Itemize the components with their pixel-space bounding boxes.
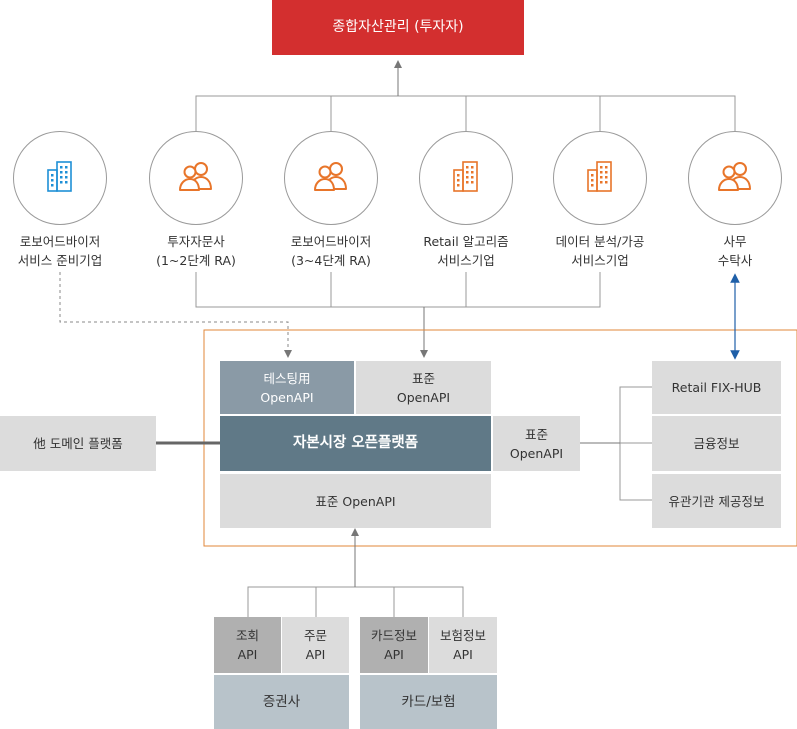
testing-api-label: 테스팅用 OpenAPI (260, 370, 314, 405)
users-icon (313, 160, 349, 196)
participant-circle (688, 131, 782, 225)
source-related-agencies: 유관기관 제공정보 (652, 474, 781, 528)
other-domain-platform-box: 他 도메인 플랫폼 (0, 416, 156, 471)
standard-api-bottom-box: 표준 OpenAPI (220, 474, 491, 528)
participant-circle (419, 131, 513, 225)
users-icon (178, 160, 214, 196)
order-api-box: 주문 API (282, 617, 349, 673)
standard-api-right-box: 표준 OpenAPI (493, 416, 580, 471)
dashed-testing-line (59, 272, 292, 358)
building-icon (47, 160, 73, 196)
inquiry-api-box: 조회 API (214, 617, 281, 673)
participant-circle (13, 131, 107, 225)
source-label: Retail FIX-HUB (671, 380, 762, 395)
api-label: 보험정보 API (439, 628, 486, 662)
participant-circle (553, 131, 647, 225)
source-retail-fix-hub: Retail FIX-HUB (652, 361, 781, 414)
participant-circle (284, 131, 378, 225)
standard-api-top-label: 표준 OpenAPI (396, 370, 451, 405)
building-icon (587, 160, 613, 196)
source-label: 금융정보 (693, 436, 740, 451)
participant-label: 데이터 분석/가공 서비스기업 (555, 234, 645, 268)
participant-circle (149, 131, 243, 225)
securities-label: 증권사 (262, 693, 301, 710)
testing-api-box: 테스팅用 OpenAPI (220, 361, 354, 414)
securities-company-box: 증권사 (214, 675, 349, 729)
participant-label: Retail 알고리즘 서비스기업 (423, 234, 509, 268)
investor-title-box: 종합자산관리 (투자자) (272, 0, 524, 55)
standard-api-bottom-label: 표준 OpenAPI (315, 493, 396, 509)
source-financial-info: 금융정보 (652, 416, 781, 471)
card-insurance-label: 카드/보험 (401, 693, 456, 710)
bottom-bracket (247, 586, 464, 617)
insurance-info-api-box: 보험정보 API (429, 617, 497, 673)
lower-bracket-line (195, 272, 601, 308)
card-insurance-box: 카드/보험 (360, 675, 497, 729)
building-icon (453, 160, 479, 196)
capital-market-platform-box: 자본시장 오픈플랫폼 (220, 416, 491, 471)
api-label: 주문 API (303, 628, 327, 662)
standard-api-right-label: 표준 OpenAPI (509, 426, 564, 461)
users-icon (717, 160, 753, 196)
api-label: 조회 API (235, 628, 259, 662)
platform-frame (203, 329, 797, 547)
card-info-api-box: 카드정보 API (360, 617, 428, 673)
investor-title: 종합자산관리 (투자자) (332, 19, 464, 35)
standard-api-top-box: 표준 OpenAPI (356, 361, 491, 414)
api-label: 카드정보 API (370, 628, 417, 662)
other-domain-label: 他 도메인 플랫폼 (33, 436, 123, 451)
participant-label: 투자자문사 (1~2단계 RA) (156, 234, 236, 268)
participant-label: 로보어드바이저 (3~4단계 RA) (290, 234, 372, 268)
source-label: 유관기관 제공정보 (668, 493, 765, 509)
participant-label: 사무 수탁사 (717, 234, 753, 268)
participant-label: 로보어드바이저 서비스 준비기업 (17, 234, 103, 268)
platform-title: 자본시장 오픈플랫폼 (292, 435, 419, 451)
